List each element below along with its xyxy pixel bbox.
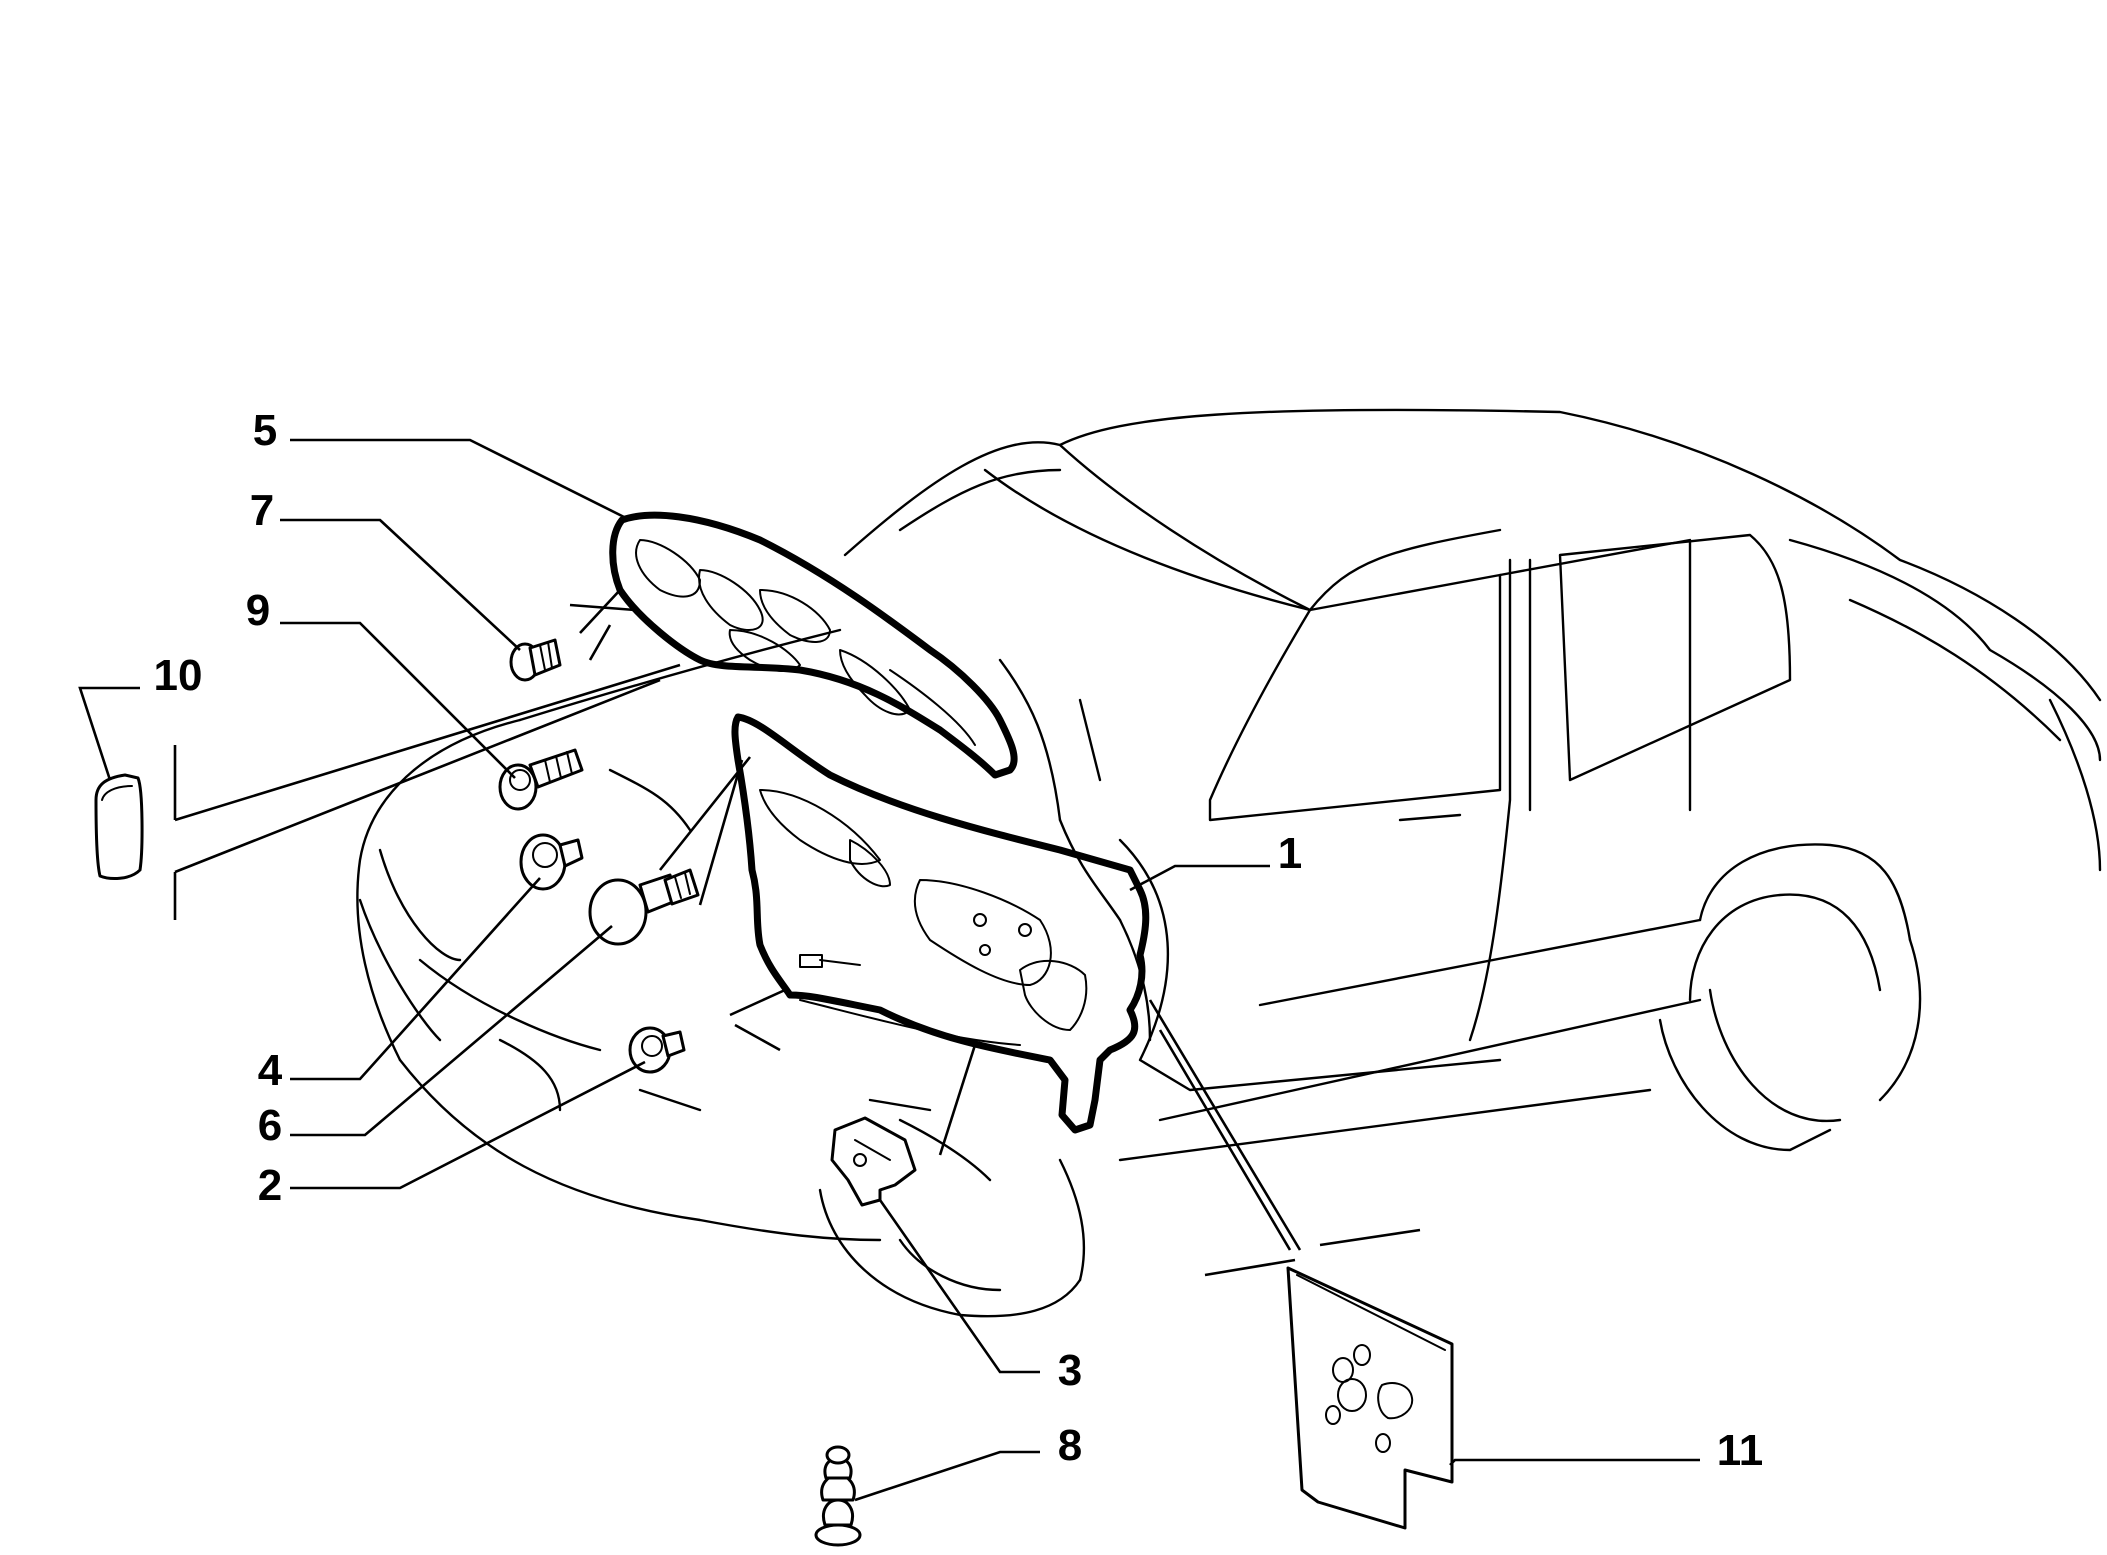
callout-9: 9	[246, 586, 270, 635]
callout-1: 1	[1278, 829, 1302, 878]
hood-insulation-panel-part5	[609, 511, 1018, 779]
hood-inner-panel-part1	[731, 713, 1150, 1134]
callout-8: 8	[1058, 1421, 1082, 1470]
plug-part4	[519, 833, 584, 891]
car-body-outline	[356, 408, 2102, 1318]
callout-11: 11	[1717, 1426, 1764, 1475]
callout-4: 4	[258, 1046, 283, 1095]
callout-labels: 1 2 3 4 5 6 7 8 9 10 11	[154, 406, 1764, 1475]
clip-part7	[509, 638, 562, 682]
seal-plate-part11	[1286, 1266, 1454, 1530]
callout-3: 3	[1058, 1346, 1082, 1395]
callout-5: 5	[253, 406, 277, 455]
callout-7: 7	[250, 486, 274, 535]
bolt-part6	[588, 868, 700, 946]
leader-lines	[78, 438, 1700, 1502]
pad-part10	[94, 773, 144, 880]
callout-10: 10	[154, 651, 203, 700]
fir-tree-clip-part8	[814, 1445, 862, 1547]
callout-6: 6	[258, 1101, 282, 1150]
plug-part2	[628, 1026, 686, 1074]
bracket-part3	[830, 1116, 917, 1207]
callout-2: 2	[258, 1161, 282, 1210]
screw-part9	[498, 748, 584, 811]
